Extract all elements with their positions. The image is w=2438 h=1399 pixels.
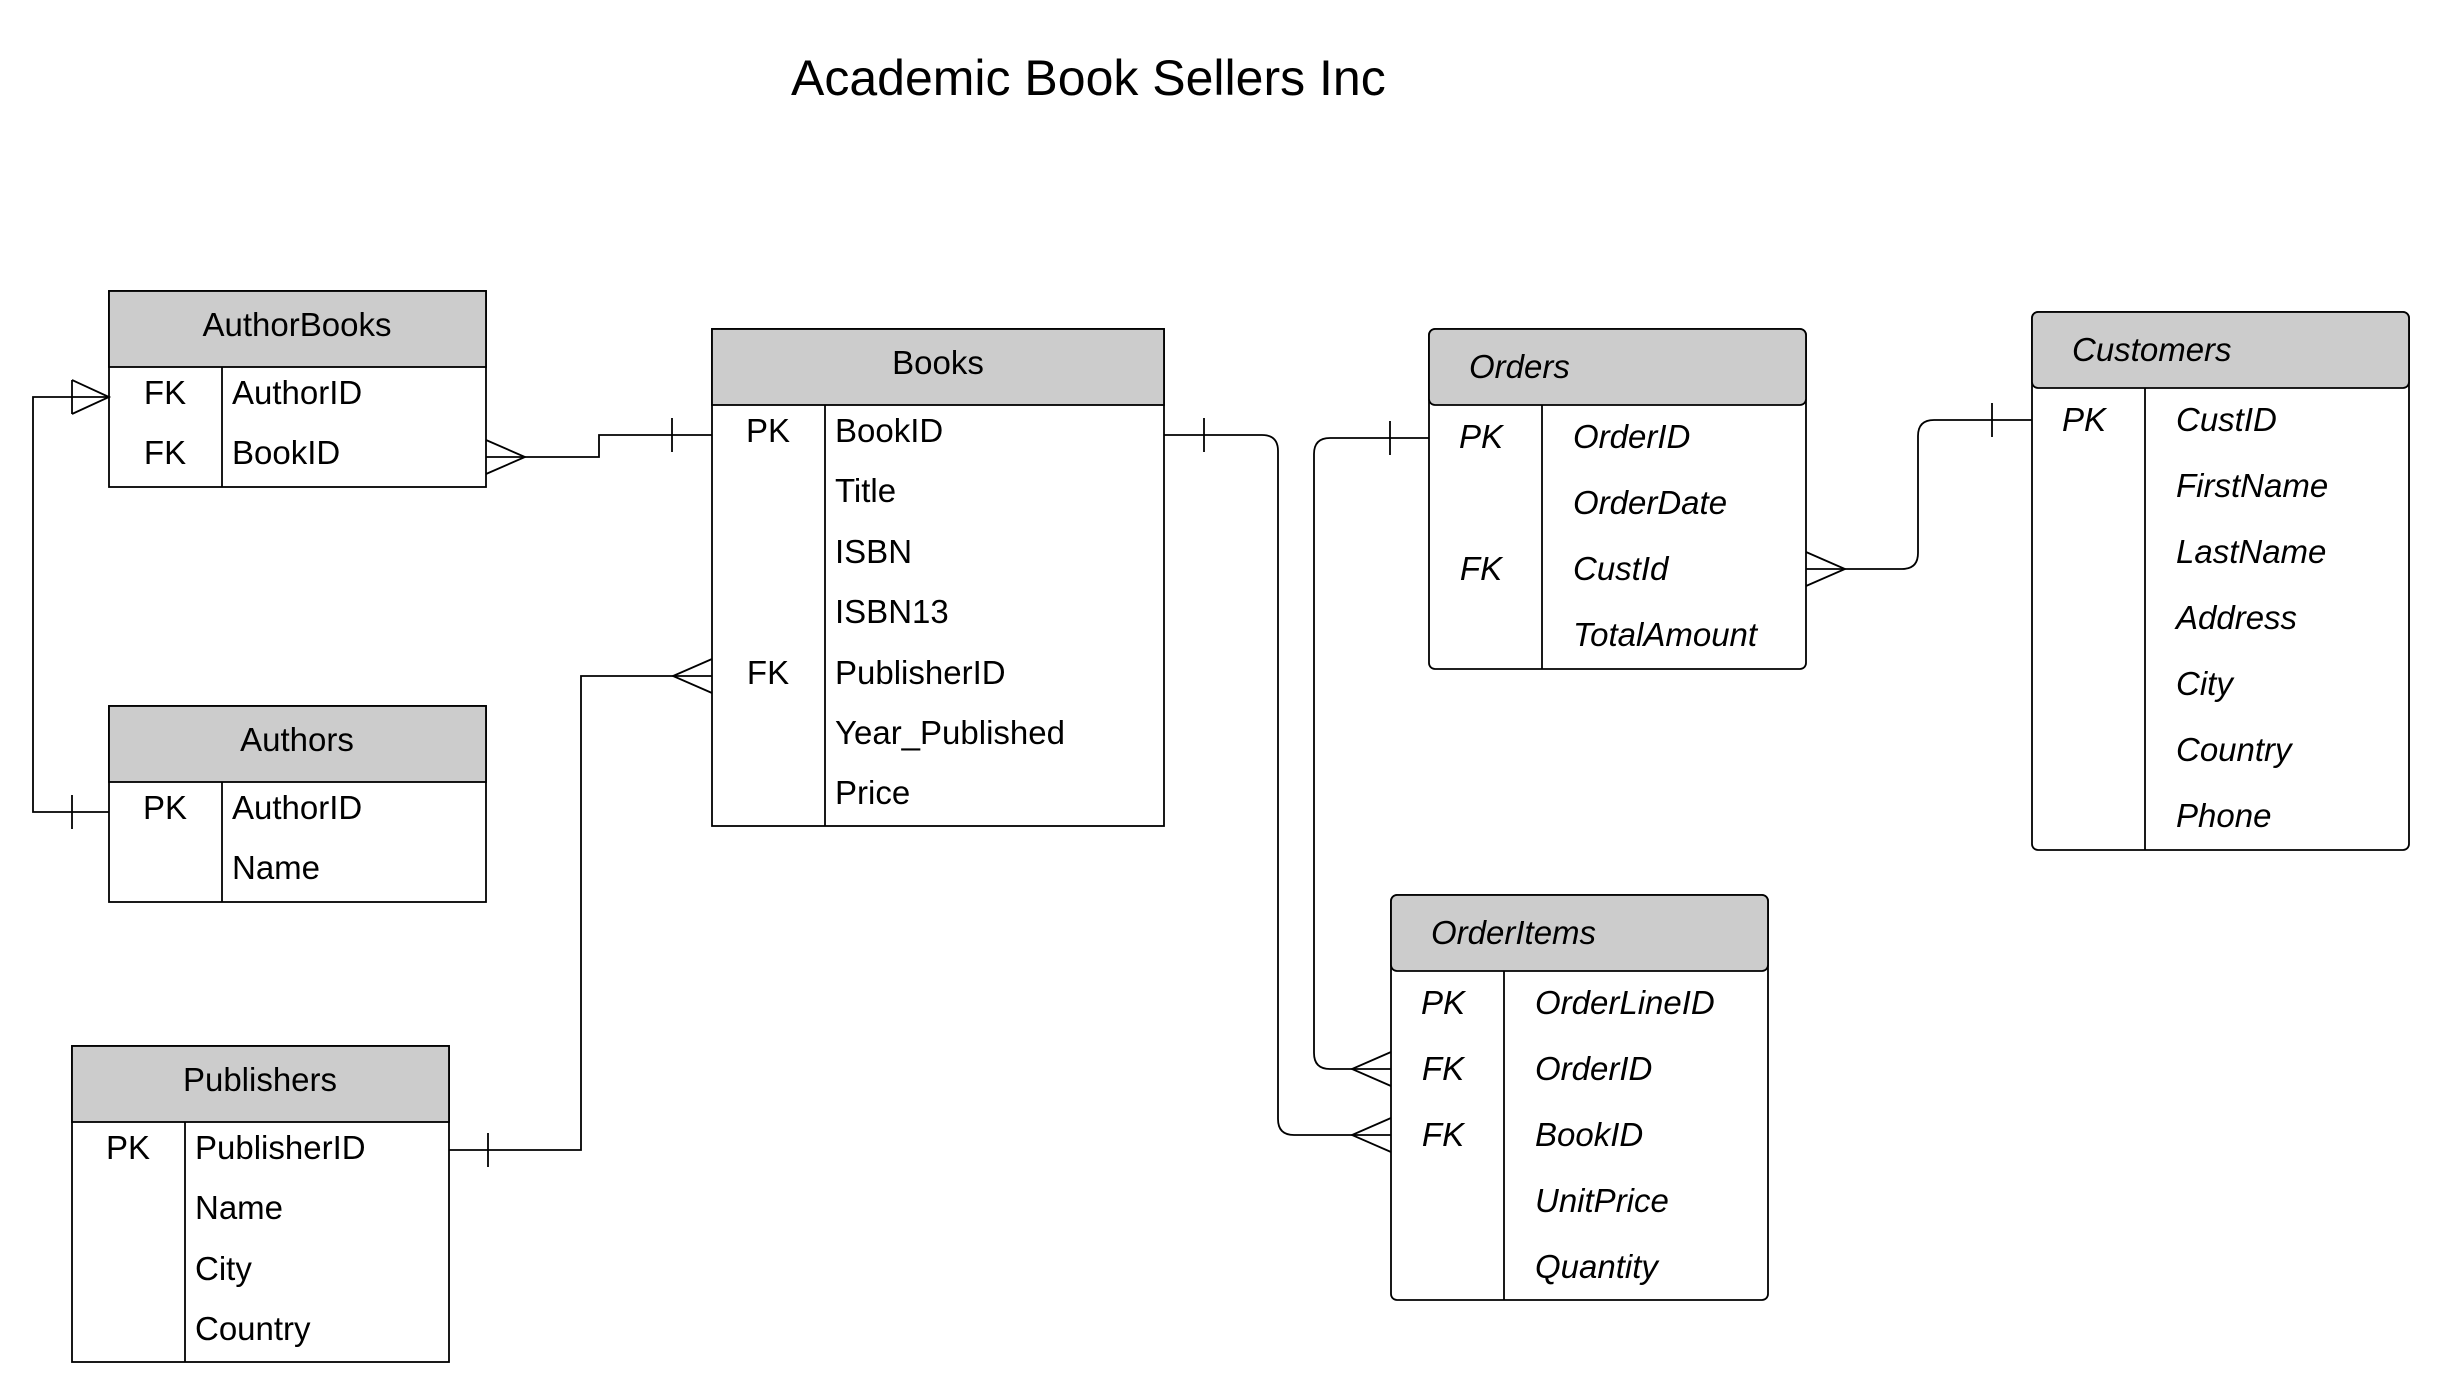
entity-name: Customers (2072, 331, 2232, 368)
field-name: ISBN13 (835, 593, 949, 630)
field-name: AuthorID (232, 374, 362, 411)
entity-header (1390, 894, 1769, 972)
entity-name: Authors (240, 721, 354, 758)
entity-orderitems: OrderItems PK OrderLineID FK OrderID FK … (1390, 894, 1769, 1301)
field-name: UnitPrice (1535, 1182, 1669, 1219)
entity-name: OrderItems (1431, 914, 1596, 951)
entity-name: Books (892, 344, 984, 381)
entity-header (2031, 311, 2410, 389)
entity-header (108, 290, 487, 368)
field-name: OrderDate (1573, 484, 1727, 521)
entity-header (1428, 328, 1807, 406)
entity-name: Publishers (183, 1061, 337, 1098)
entity-name: AuthorBooks (203, 306, 392, 343)
key-marker: PK (106, 1129, 150, 1166)
field-name: City (195, 1250, 252, 1287)
field-name: PublisherID (835, 654, 1006, 691)
field-name: OrderID (1573, 418, 1690, 455)
field-name: OrderLineID (1535, 984, 1715, 1021)
key-marker: FK (144, 374, 186, 411)
key-marker: FK (144, 434, 186, 471)
field-name: CustID (2176, 401, 2277, 438)
field-name: FirstName (2176, 467, 2328, 504)
field-name: CustId (1573, 550, 1670, 587)
diagram-title: Academic Book Sellers Inc (791, 50, 1386, 106)
key-marker: FK (1460, 550, 1504, 587)
field-name: BookID (1535, 1116, 1643, 1153)
field-name: Address (2174, 599, 2297, 636)
field-name: City (2176, 665, 2235, 702)
relationship-authorbooks-books (485, 418, 712, 475)
key-marker: FK (1422, 1050, 1466, 1087)
entity-authorbooks: AuthorBooks FK AuthorID FK BookID (108, 290, 487, 488)
field-name: Name (232, 849, 320, 886)
field-name: Phone (2176, 797, 2271, 834)
entity-books: Books PK BookID Title ISBN ISBN13 FK Pub… (711, 328, 1165, 827)
entity-orders: Orders PK OrderID OrderDate FK CustId To… (1428, 328, 1807, 670)
relationship-orders-customers (1805, 403, 2032, 587)
relationship-orderitems-books (1164, 418, 1392, 1153)
key-marker: PK (1459, 418, 1505, 455)
field-name: Quantity (1535, 1248, 1660, 1285)
entity-customers: Customers PK CustID FirstName LastName A… (2031, 311, 2410, 851)
field-name: BookID (232, 434, 340, 471)
entity-header (108, 705, 487, 783)
field-name: LastName (2176, 533, 2326, 570)
field-name: Name (195, 1189, 283, 1226)
entity-publishers: Publishers PK PublisherID Name City Coun… (71, 1045, 450, 1363)
key-marker: FK (1422, 1116, 1466, 1153)
key-marker: FK (747, 654, 789, 691)
entity-authors: Authors PK AuthorID Name (108, 705, 487, 903)
field-name: PublisherID (195, 1129, 366, 1166)
field-name: TotalAmount (1573, 616, 1759, 653)
field-name: Price (835, 774, 910, 811)
field-name: ISBN (835, 533, 912, 570)
relationship-books-publishers (449, 658, 713, 1167)
key-marker: PK (746, 412, 790, 449)
field-name: Year_Published (835, 714, 1065, 751)
field-name: OrderID (1535, 1050, 1652, 1087)
key-marker: PK (2062, 401, 2108, 438)
field-name: BookID (835, 412, 943, 449)
key-marker: PK (1421, 984, 1467, 1021)
relationship-orderitems-orders (1313, 421, 1429, 1087)
key-marker: PK (143, 789, 187, 826)
field-name: Country (2176, 731, 2294, 768)
entity-header (71, 1045, 450, 1123)
entity-name: Orders (1469, 348, 1570, 385)
field-name: Country (195, 1310, 311, 1347)
field-name: Title (835, 472, 896, 509)
field-name: AuthorID (232, 789, 362, 826)
relationship-authorbooks-authors (32, 379, 112, 829)
entity-header (711, 328, 1165, 406)
